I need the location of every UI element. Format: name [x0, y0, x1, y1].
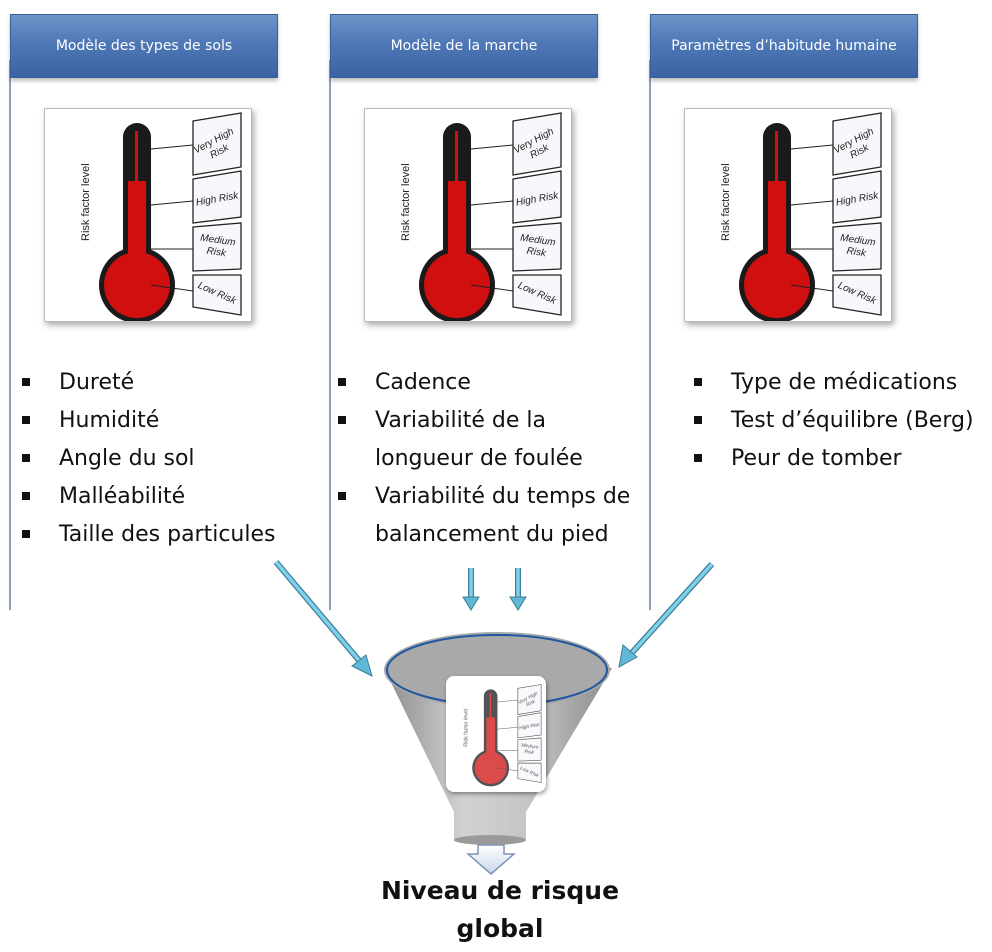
list-item: Test d’équilibre (Berg)	[694, 402, 992, 440]
header-label: Paramètres d’habitude humaine	[671, 38, 897, 54]
global-risk-label: Niveau de risque global	[380, 876, 620, 943]
header-habit-params: Paramètres d’habitude humaine	[650, 14, 918, 78]
list-item: Variabilité de la longueur de foulée	[338, 402, 638, 478]
arrow-gait-left	[462, 568, 480, 611]
habit-factors-list: Type de médications Test d’équilibre (Be…	[694, 364, 992, 478]
arrow-gait-right	[509, 568, 527, 611]
list-item: Malléabilité	[22, 478, 322, 516]
list-item: Cadence	[338, 364, 638, 402]
risk-level-panel	[517, 712, 542, 739]
risk-level-panel	[832, 222, 882, 272]
column-divider-2	[329, 60, 331, 610]
risk-level-panel	[192, 112, 242, 176]
header-label: Modèle des types de sols	[55, 38, 233, 54]
risk-level-panel	[832, 274, 882, 316]
list-item: Humidité	[22, 402, 322, 440]
risk-level-panel	[517, 737, 542, 762]
risk-level-panel	[517, 762, 542, 783]
risk-level-panel	[832, 170, 882, 224]
list-item: Angle du sol	[22, 440, 322, 478]
column-divider-1	[9, 60, 11, 610]
header-soil-model: Modèle des types de sols	[10, 14, 278, 78]
list-item: Dureté	[22, 364, 322, 402]
risk-level-label: MediumRisk	[520, 742, 539, 756]
list-item: Peur de tomber	[694, 440, 992, 478]
arrow-soil-to-funnel	[273, 560, 373, 677]
risk-level-label: MediumRisk	[518, 233, 556, 261]
axis-label: Risk factor level	[720, 163, 732, 241]
soil-factors-list: Dureté Humidité Angle du sol Malléabilit…	[22, 364, 322, 554]
list-item: Type de médications	[694, 364, 992, 402]
risk-level-panel	[512, 274, 562, 316]
risk-level-panel	[192, 170, 242, 224]
result-arrow	[465, 844, 517, 875]
risk-level-label: MediumRisk	[838, 233, 876, 261]
risk-level-panel	[512, 170, 562, 224]
risk-level-panel	[517, 684, 542, 715]
risk-level-label: MediumRisk	[198, 233, 236, 261]
list-item: Variabilité du temps de balancement du p…	[338, 478, 638, 554]
column-divider-3	[649, 60, 651, 610]
risk-level-label: High Risk	[519, 722, 541, 732]
risk-level-panel	[512, 112, 562, 176]
arrow-habit-to-funnel	[618, 561, 715, 668]
risk-level-panel	[832, 112, 882, 176]
gait-factors-list: Cadence Variabilité de la longueur de fo…	[338, 364, 638, 554]
axis-label: Risk factor level	[80, 163, 92, 241]
list-item: Taille des particules	[22, 516, 322, 554]
header-gait-model: Modèle de la marche	[330, 14, 598, 78]
risk-level-panel	[512, 222, 562, 272]
header-label: Modèle de la marche	[390, 38, 538, 54]
axis-label: Risk factor level	[400, 163, 412, 241]
axis-label: Risk factor level	[463, 709, 469, 747]
risk-level-panel	[192, 274, 242, 316]
risk-level-panel	[192, 222, 242, 272]
